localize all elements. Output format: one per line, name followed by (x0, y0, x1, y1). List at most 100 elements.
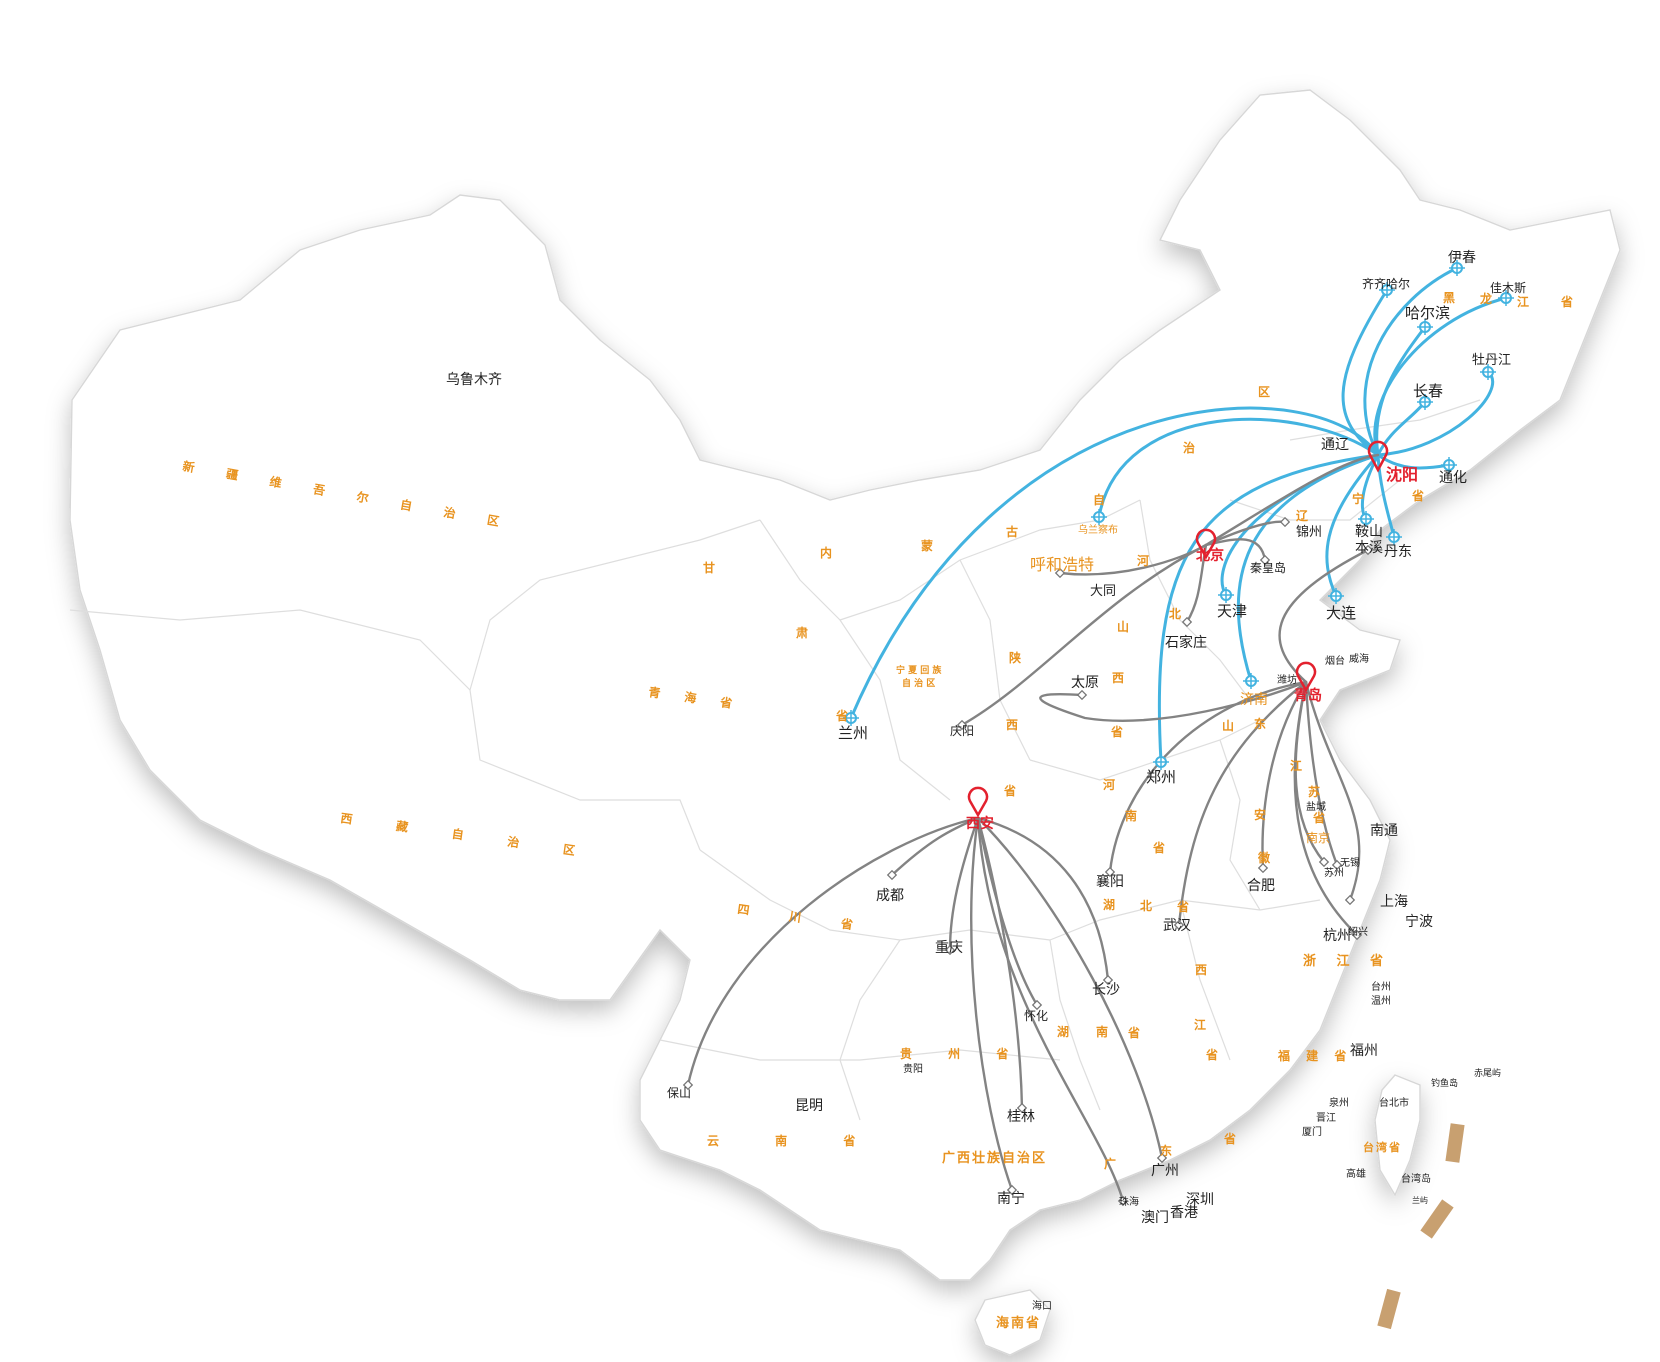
city-label: 威海 (1349, 652, 1369, 665)
hub-pin-icon (1367, 440, 1389, 473)
stop-marker-icon (1257, 862, 1269, 874)
city-label: 丹东 (1384, 544, 1412, 560)
airport-marker-icon (1449, 260, 1465, 276)
province-label: 内 (820, 545, 832, 560)
city-label: 杭州 (1323, 928, 1351, 944)
province-label: 河 (1136, 553, 1149, 568)
airport-marker-icon (1386, 529, 1402, 545)
land-group (69, 89, 1621, 1356)
province-label: 蒙 (921, 538, 933, 553)
city-label: 呼和浩特 (1030, 555, 1094, 574)
province-label: 甘 (703, 560, 715, 575)
stop-marker-icon (1279, 516, 1291, 528)
province-label: 浙 江 省 (1303, 953, 1391, 969)
city-label: 本溪 (1355, 540, 1383, 556)
hub-label-xian: 西安 (966, 815, 994, 832)
city-label: 海口 (1032, 1299, 1052, 1312)
province-label: 西 (1006, 718, 1018, 732)
city-label: 潍坊 (1277, 673, 1297, 686)
province-label: 黑 (1443, 291, 1455, 305)
stop-marker-icon (1331, 859, 1343, 871)
city-label: 伊春 (1448, 250, 1476, 266)
province-label: 江 (1290, 758, 1302, 773)
city-label: 哈尔滨 (1405, 304, 1450, 322)
airport-marker-icon (1379, 282, 1395, 298)
city-label: 绍兴 (1348, 925, 1368, 938)
city-label: 烟台 (1325, 654, 1345, 667)
hub-beijing[interactable]: 北京 (1195, 528, 1224, 564)
city-label: 长沙 (1092, 982, 1120, 998)
province-label: 省 (1205, 1047, 1218, 1062)
city-label: 宁波 (1405, 913, 1433, 930)
city-label: 鞍山 (1355, 524, 1383, 540)
province-label: 湖 (1103, 897, 1115, 912)
province-label: 海南省 (996, 1315, 1041, 1331)
stop-marker-icon (1362, 544, 1374, 556)
city-markers (682, 260, 1514, 1207)
city-label: 兰州 (838, 724, 868, 742)
province-label: 省 (1560, 294, 1573, 309)
stop-marker-icon (1156, 1152, 1168, 1164)
city-label: 上海 (1380, 894, 1408, 910)
city-label: 贵阳 (903, 1062, 923, 1075)
province-label: 省 (1223, 1131, 1236, 1146)
hub-qingdao[interactable]: 青岛 (1294, 661, 1322, 704)
city-label: 台州 (1371, 980, 1391, 993)
stop-marker-icon (944, 944, 956, 956)
province-label: 苏 (1308, 784, 1320, 799)
stop-marker-icon (1117, 1195, 1129, 1207)
city-label: 无锡 (1340, 856, 1360, 869)
stop-marker-icon (1351, 929, 1363, 941)
stop-marker-icon (1054, 567, 1066, 579)
stop-marker-icon (1344, 894, 1356, 906)
stop-marker-icon (1259, 554, 1271, 566)
city-label: 南通 (1370, 823, 1398, 839)
province-label: 台湾省 (1363, 1140, 1402, 1154)
stop-marker-icon (1104, 866, 1116, 878)
province-label: 安 (1254, 807, 1266, 822)
stop-marker-icon (956, 719, 968, 731)
province-label: 省 (1110, 724, 1123, 739)
land-taiwan (1374, 1074, 1421, 1197)
province-label: 龙 (1480, 291, 1492, 306)
province-borders (69, 399, 1481, 1121)
city-label: 大连 (1326, 604, 1356, 622)
airport-marker-icon (1218, 587, 1234, 603)
airport-marker-icon (1480, 364, 1496, 380)
city-label: 福州 (1350, 1043, 1378, 1059)
stop-marker-icon (1318, 856, 1330, 868)
city-label: 乌兰察布 (1078, 523, 1118, 536)
province-label: 自 治 区 (902, 677, 935, 689)
province-label: 陕 (1009, 650, 1021, 665)
city-label: 广州 (1151, 1163, 1179, 1179)
city-label: 南宁 (997, 1190, 1025, 1207)
hub-label-beijing: 北京 (1196, 547, 1224, 564)
province-label: 徽 (1257, 850, 1271, 865)
hub-shenyang[interactable]: 沈阳 (1367, 440, 1418, 484)
city-label: 成都 (876, 888, 904, 904)
city-label: 合肥 (1247, 878, 1275, 894)
airport-marker-icon (1328, 588, 1344, 604)
hub-xian[interactable]: 西安 (966, 786, 994, 832)
hub-pin-icon (1295, 661, 1317, 693)
city-label: 武汉 (1163, 918, 1191, 934)
province-label: 湖 (1057, 1024, 1069, 1039)
land-hainan (974, 1289, 1051, 1356)
province-label: 广 (1104, 1156, 1116, 1171)
stop-marker-icon (886, 869, 898, 881)
hub-pin-icon (967, 786, 989, 818)
city-label: 香港 (1170, 1205, 1198, 1221)
city-label: 昆明 (795, 1098, 823, 1114)
city-label: 保山 (667, 1086, 691, 1100)
province-label: 东 (1160, 1143, 1172, 1158)
city-label: 牡丹江 (1472, 353, 1511, 368)
stop-marker-icon (1102, 974, 1114, 986)
city-label: 济南 (1240, 692, 1268, 708)
city-label: 通化 (1439, 470, 1467, 486)
province-label: 贵 州 省 (900, 1046, 1024, 1061)
city-label: 石家庄 (1165, 634, 1207, 651)
province-label: 省 (1176, 899, 1189, 914)
stop-marker-icon (1031, 999, 1043, 1011)
city-label: 兰屿 (1412, 1195, 1428, 1205)
city-label: 高雄 (1346, 1167, 1366, 1180)
